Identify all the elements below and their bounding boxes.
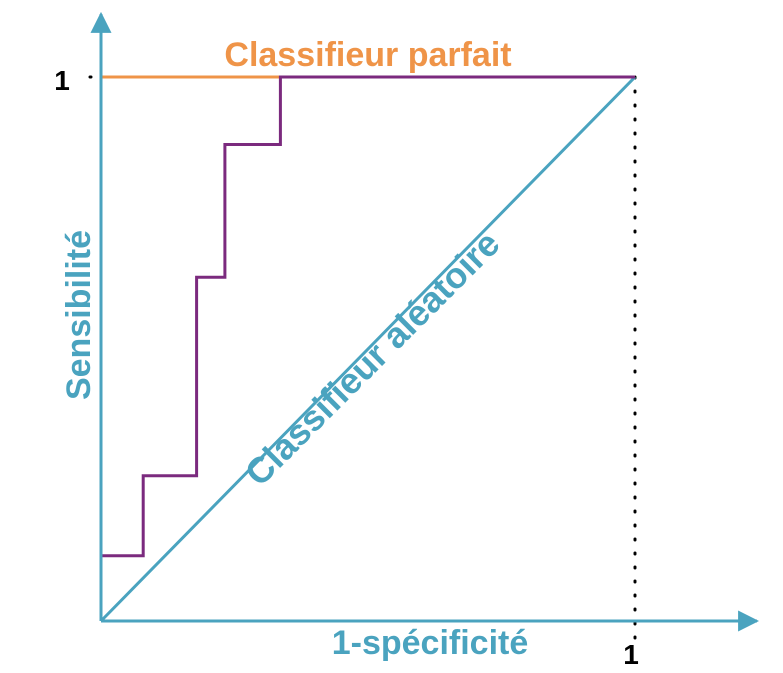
random-classifier-label: Classifieur aléatoire bbox=[237, 223, 508, 494]
perfect-classifier-label: Classifieur parfait bbox=[224, 36, 511, 74]
random-curve bbox=[99, 75, 637, 623]
roc-curve bbox=[99, 75, 635, 621]
guide-lines bbox=[88, 75, 637, 645]
y-axis-label: Sensibilité bbox=[60, 230, 98, 400]
x-tick-label: 1 bbox=[623, 639, 639, 670]
y-tick-label: 1 bbox=[54, 65, 70, 96]
x-axis-label: 1-spécificité bbox=[332, 624, 529, 662]
